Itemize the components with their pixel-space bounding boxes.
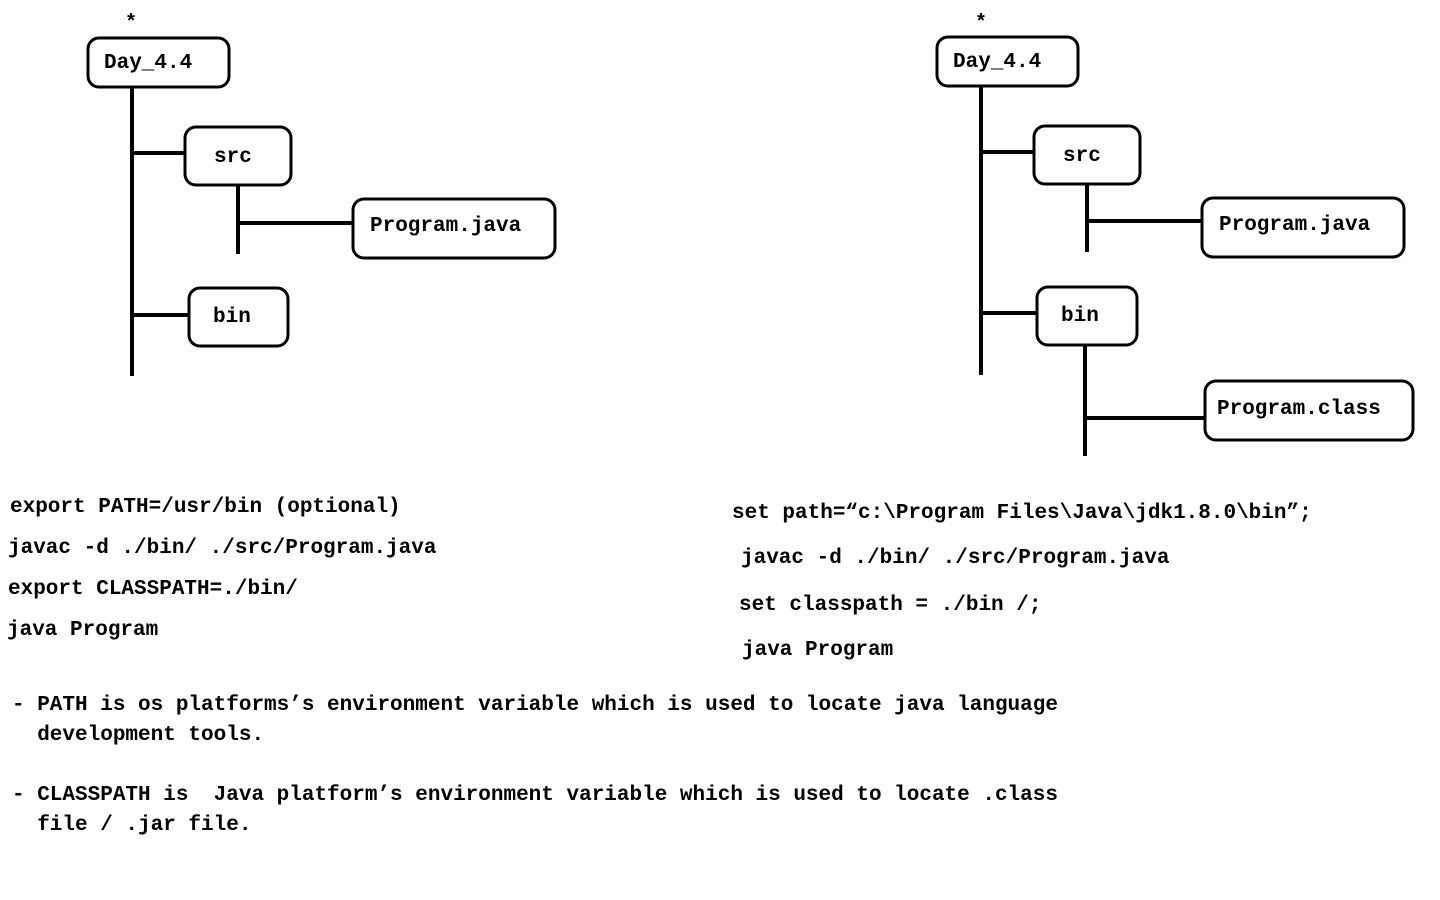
left-directory-tree: * Day_4.4 src Program.java bin	[86, 12, 557, 376]
left-src-file-node: Program.java	[351, 197, 557, 260]
directory-trees: * Day_4.4 src Program.java bin *	[86, 12, 1415, 456]
command-line: java Program	[7, 619, 159, 642]
command-line: export CLASSPATH=./bin/	[8, 578, 298, 601]
left-bin-folder-node: bin	[187, 286, 290, 348]
left-src-file-label: Program.java	[370, 215, 522, 238]
left-bin-folder-label: bin	[213, 306, 251, 329]
left-src-folder-node: src	[183, 125, 293, 187]
classpath-note: - CLASSPATH is Java platform’s environme…	[12, 784, 1058, 837]
command-line: javac -d ./bin/ ./src/Program.java	[741, 547, 1170, 570]
left-src-folder-label: src	[214, 146, 252, 169]
path-note: - PATH is os platforms’s environment var…	[12, 694, 1058, 747]
right-src-file-label: Program.java	[1219, 214, 1371, 237]
left-tree-marker: *	[125, 12, 137, 35]
command-line: java Program	[742, 639, 894, 662]
left-root-folder-node: Day_4.4	[86, 36, 231, 89]
right-bin-file-label: Program.class	[1217, 398, 1381, 421]
right-bin-folder-label: bin	[1061, 305, 1099, 328]
command-line: set path=“c:\Program Files\Java\jdk1.8.0…	[732, 502, 1312, 525]
right-src-folder-label: src	[1063, 145, 1101, 168]
right-root-folder-node: Day_4.4	[935, 35, 1080, 88]
right-src-file-node: Program.java	[1200, 196, 1406, 259]
right-root-folder-label: Day_4.4	[953, 51, 1041, 74]
left-root-folder-label: Day_4.4	[104, 52, 192, 75]
right-bin-folder-node: bin	[1035, 285, 1139, 347]
command-line: set classpath = ./bin /;	[739, 594, 1042, 617]
command-line: export PATH=/usr/bin (optional)	[10, 496, 401, 519]
right-bin-file-node: Program.class	[1203, 379, 1415, 442]
right-tree-marker: *	[975, 12, 987, 35]
right-directory-tree: * Day_4.4 src Program.java bin Program.c…	[935, 12, 1415, 456]
command-line: javac -d ./bin/ ./src/Program.java	[8, 537, 437, 560]
right-src-folder-node: src	[1032, 124, 1142, 186]
